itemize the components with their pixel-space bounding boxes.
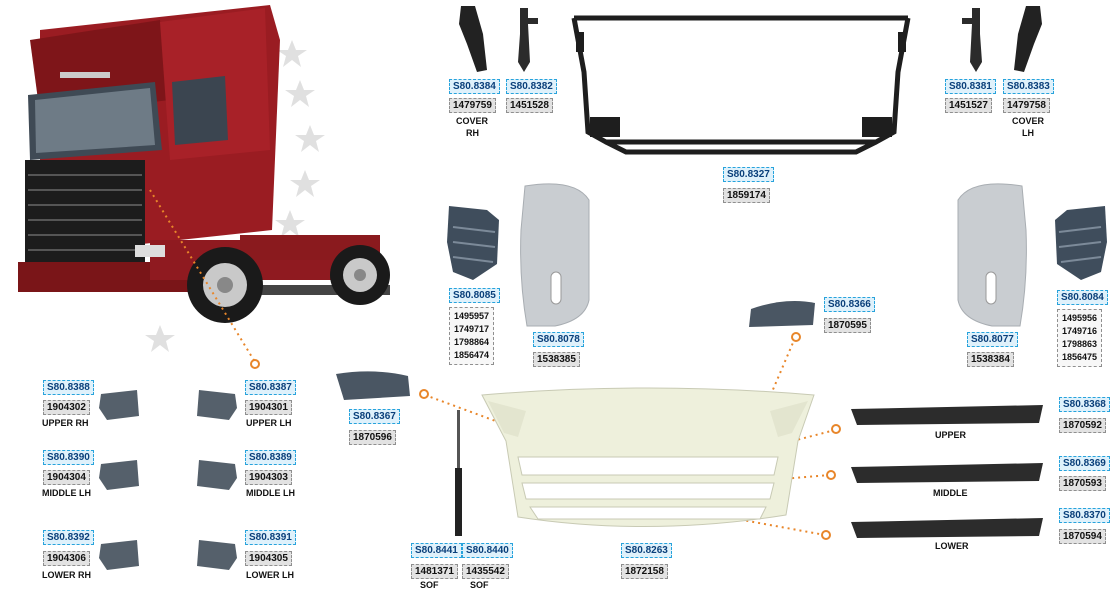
pn-flap-lh: 1870596 (349, 430, 396, 445)
cover-rh-image (459, 6, 487, 72)
code-cover-rh[interactable]: S80.8384 (449, 79, 500, 94)
label-middle-lh-left: MIDDLE LH (42, 488, 91, 498)
panel-middle-lh-left-image (99, 460, 139, 490)
corner-rh-image (520, 183, 590, 327)
code-strut-b[interactable]: S80.8440 (462, 543, 513, 558)
pn-corner-lh: 1538384 (967, 352, 1014, 367)
code-bracket-lh[interactable]: S80.8381 (945, 79, 996, 94)
code-corner-lh[interactable]: S80.8077 (967, 332, 1018, 347)
cover-lh-image (1014, 6, 1042, 72)
bar-middle-image (851, 463, 1043, 483)
code-cover-lh[interactable]: S80.8383 (1003, 79, 1054, 94)
code-frame[interactable]: S80.8327 (723, 167, 774, 182)
bar-upper-image (851, 405, 1043, 425)
panel-middle-lh-right-image (197, 460, 237, 490)
panel-lower-lh-image (197, 540, 237, 570)
code-bar-middle[interactable]: S80.8369 (1059, 456, 1110, 471)
side-panel-lh-image (1055, 206, 1107, 280)
pn-side-lh-3: 1798863 (1062, 339, 1098, 349)
label-upper-lh: UPPER LH (246, 418, 292, 428)
pn-upper-rh: 1904302 (43, 400, 90, 415)
bar-lower-image (851, 518, 1043, 538)
code-side-lh[interactable]: S80.8084 (1057, 290, 1108, 305)
label-upper-rh: UPPER RH (42, 418, 89, 428)
side-panel-rh-image (447, 206, 499, 280)
code-bar-lower[interactable]: S80.8370 (1059, 508, 1110, 523)
code-middle-lh-right[interactable]: S80.8389 (245, 450, 296, 465)
pn-grille: 1872158 (621, 564, 668, 579)
flap-rh-image (749, 301, 815, 327)
code-middle-lh-left[interactable]: S80.8390 (43, 450, 94, 465)
bracket-rh-image (518, 8, 538, 72)
panel-upper-lh-image (197, 390, 237, 420)
label-strut-b: SOF (470, 580, 489, 590)
pn-frame: 1859174 (723, 188, 770, 203)
pn-bar-lower: 1870594 (1059, 529, 1106, 544)
label-cover-lh-side: LH (1022, 128, 1034, 138)
pn-lower-lh: 1904305 (245, 551, 292, 566)
gas-strut-image (455, 410, 462, 536)
pn-side-lh-4: 1856475 (1062, 352, 1098, 362)
code-upper-lh[interactable]: S80.8387 (245, 380, 296, 395)
pn-side-rh-3: 1798864 (454, 337, 490, 347)
code-bracket-rh[interactable]: S80.8382 (506, 79, 557, 94)
pn-cover-rh: 1479759 (449, 98, 496, 113)
code-flap-rh[interactable]: S80.8366 (824, 297, 875, 312)
code-flap-lh[interactable]: S80.8367 (349, 409, 400, 424)
code-side-rh[interactable]: S80.8085 (449, 288, 500, 303)
label-cover-rh-side: RH (466, 128, 479, 138)
label-lower-rh: LOWER RH (42, 570, 91, 580)
pn-bracket-rh: 1451528 (506, 98, 553, 113)
corner-lh-image (957, 183, 1027, 327)
pn-bar-upper: 1870592 (1059, 418, 1106, 433)
pn-upper-lh: 1904301 (245, 400, 292, 415)
pn-bracket-lh: 1451527 (945, 98, 992, 113)
pn-flap-rh: 1870595 (824, 318, 871, 333)
pn-middle-lh-left: 1904304 (43, 470, 90, 485)
code-corner-rh[interactable]: S80.8078 (533, 332, 584, 347)
code-upper-rh[interactable]: S80.8388 (43, 380, 94, 395)
code-lower-lh[interactable]: S80.8391 (245, 530, 296, 545)
code-strut-a[interactable]: S80.8441 (411, 543, 462, 558)
pn-side-rh-4: 1856474 (454, 350, 490, 360)
label-bar-lower: LOWER (935, 541, 969, 551)
pn-side-lh-2: 1749716 (1062, 326, 1098, 336)
label-bar-upper: UPPER (935, 430, 967, 440)
pn-list-side-rh: 1495957 1749717 1798864 1856474 (449, 307, 495, 365)
panel-lower-rh-image (99, 540, 139, 570)
code-grille[interactable]: S80.8263 (621, 543, 672, 558)
pn-cover-lh: 1479758 (1003, 98, 1050, 113)
pn-strut-a: 1481371 (411, 564, 458, 579)
pn-bar-middle: 1870593 (1059, 476, 1106, 491)
pn-lower-rh: 1904306 (43, 551, 90, 566)
label-bar-middle: MIDDLE (933, 488, 968, 498)
code-lower-rh[interactable]: S80.8392 (43, 530, 94, 545)
panel-upper-rh-image (99, 390, 139, 420)
code-bar-upper[interactable]: S80.8368 (1059, 397, 1110, 412)
bracket-lh-image (962, 8, 982, 72)
pn-strut-b: 1435542 (462, 564, 509, 579)
pn-corner-rh: 1538385 (533, 352, 580, 367)
pn-side-rh-2: 1749717 (454, 324, 490, 334)
label-strut-a: SOF (420, 580, 439, 590)
pn-side-lh-1: 1495956 (1062, 313, 1098, 323)
flap-lh-image (336, 371, 410, 400)
label-cover-rh: COVER (456, 116, 489, 126)
pn-list-side-lh: 1495956 1749716 1798863 1856475 (1057, 309, 1103, 367)
grille-image (481, 387, 815, 528)
label-cover-lh: COVER (1012, 116, 1045, 126)
pn-side-rh-1: 1495957 (454, 311, 490, 321)
label-lower-lh: LOWER LH (246, 570, 294, 580)
label-middle-lh-right: MIDDLE LH (246, 488, 295, 498)
frame-image (571, 15, 911, 155)
truck-image (18, 5, 390, 352)
pn-middle-lh-right: 1904303 (245, 470, 292, 485)
